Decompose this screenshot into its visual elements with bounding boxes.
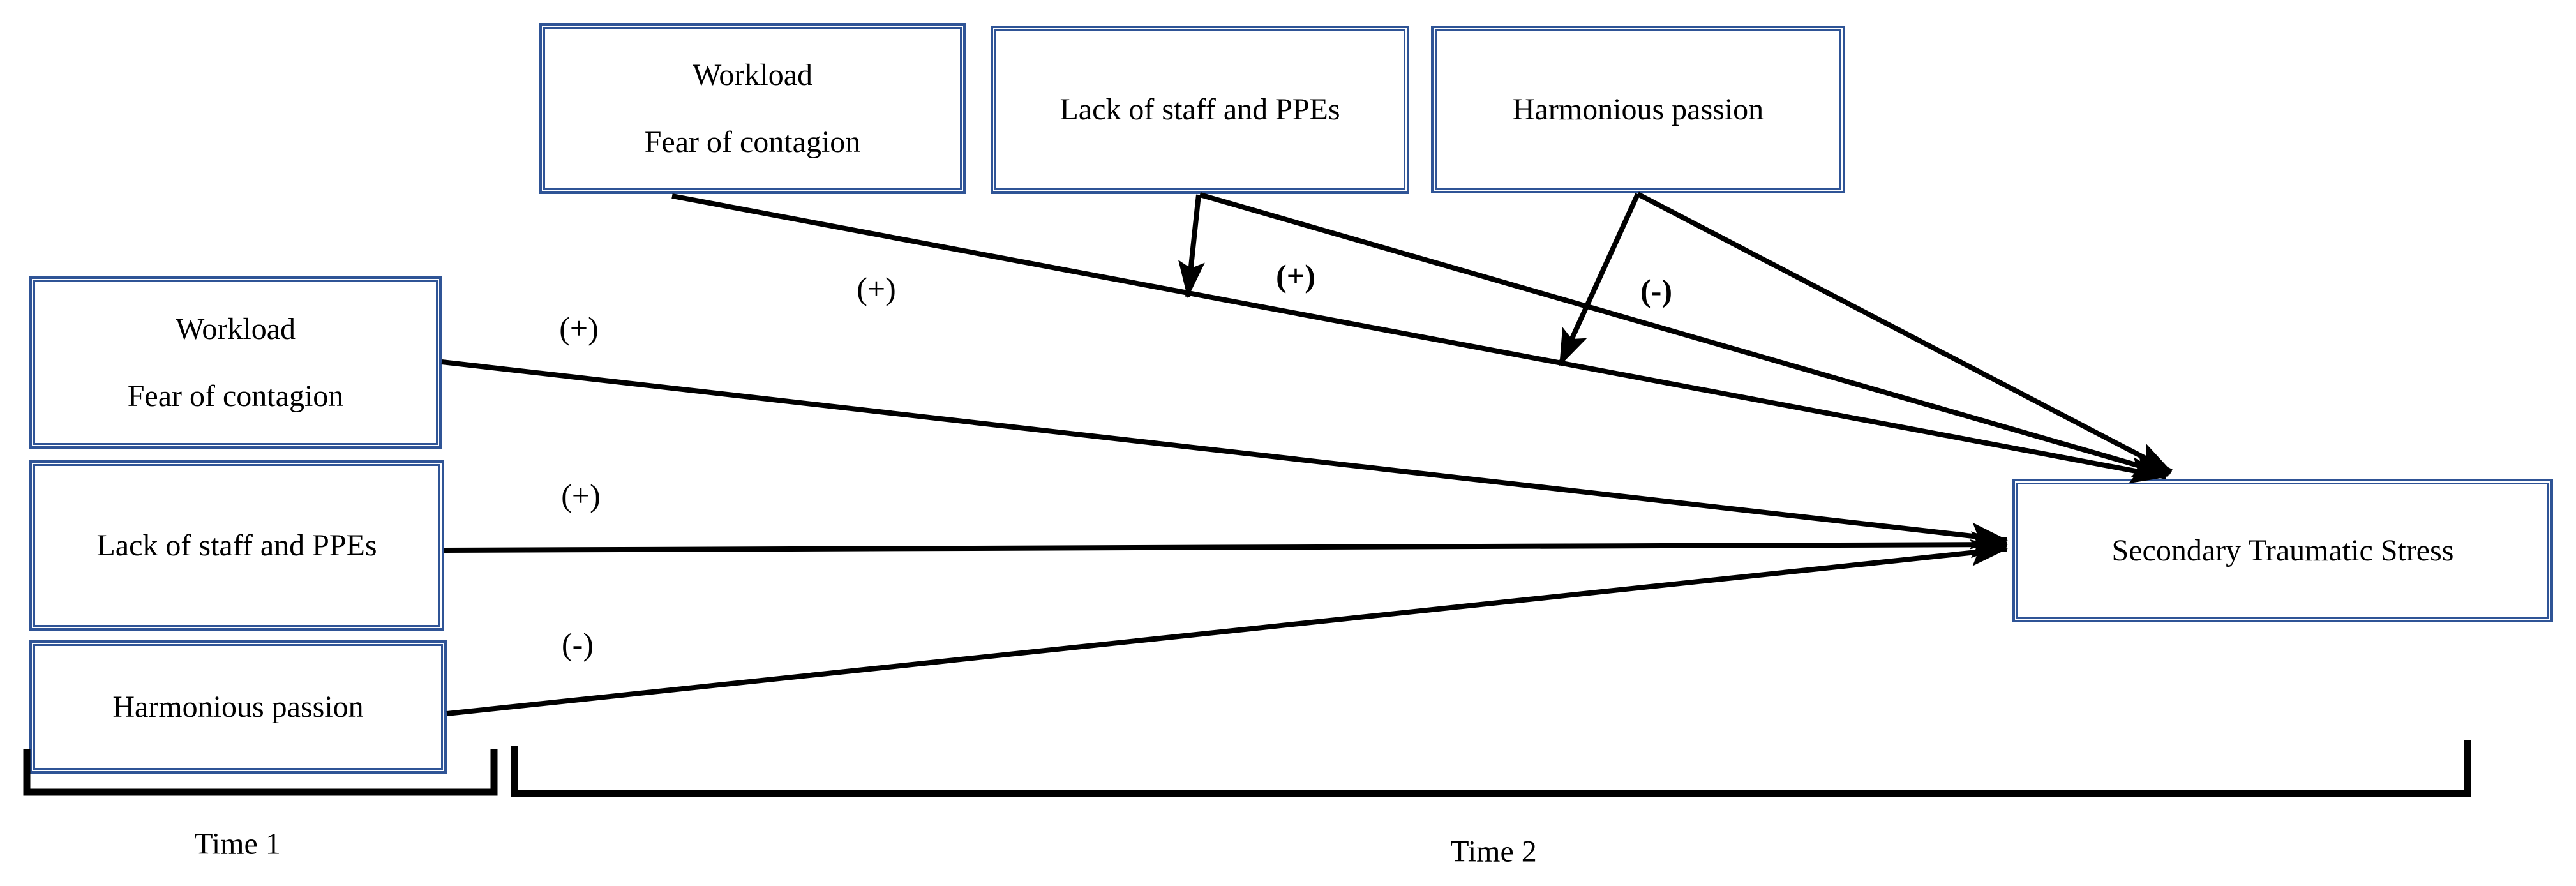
box-label-line: Fear of contagion [127,379,344,414]
box-label: Harmonious passion [112,689,364,724]
box-top-lack-staff-ppes: Lack of staff and PPEs [991,26,1409,194]
arrow-left-lack-to-outcome [444,531,2008,559]
arrow-moderation-harmonious [1557,193,1640,366]
arrow-left-harmonious-to-outcome [446,539,2008,716]
label-time1: Time 1 [194,827,281,861]
sign-label-moderation-harmonious: (-) [1640,273,1672,308]
sign-label-left-workload-path: (+) [559,310,599,346]
box-top-workload-fear: Workload Fear of contagion [539,23,966,194]
sign-label-left-harmonious-path: (-) [562,626,594,662]
box-left-lack-staff-ppes: Lack of staff and PPEs [29,460,444,631]
bracket-time2 [511,740,2471,797]
arrow-top-harmonious-to-outcome [1636,191,2173,474]
box-label-line: Fear of contagion [644,124,861,159]
box-label: Secondary Traumatic Stress [2111,533,2454,567]
arrow-moderation-lack [1178,194,1205,298]
box-label: Lack of staff and PPEs [1060,93,1340,127]
arrow-top-lack-to-outcome [1199,192,2170,477]
box-top-workload-fear-text: Workload Fear of contagion [542,26,963,191]
sign-label-top-workload-path: (+) [857,271,896,306]
box-label-line: Workload [175,312,296,346]
box-left-harmonious-passion: Harmonious passion [29,640,447,774]
sign-label-moderation-lack: (+) [1276,258,1315,294]
box-left-workload-fear: Workload Fear of contagion [29,276,442,449]
box-label: Harmonious passion [1512,92,1764,126]
arrow-top-workload-to-outcome [671,193,2168,484]
arrow-left-workload-to-outcome [441,359,2008,550]
sign-label-left-lack-path: (+) [561,477,601,513]
box-label-line: Workload [692,57,813,92]
box-outcome-secondary-traumatic-stress: Secondary Traumatic Stress [2012,479,2553,622]
label-time2: Time 2 [1450,834,1537,869]
box-top-harmonious-passion: Harmonious passion [1431,26,1845,193]
box-label: Lack of staff and PPEs [96,528,377,562]
box-left-workload-fear-text: Workload Fear of contagion [32,279,439,446]
